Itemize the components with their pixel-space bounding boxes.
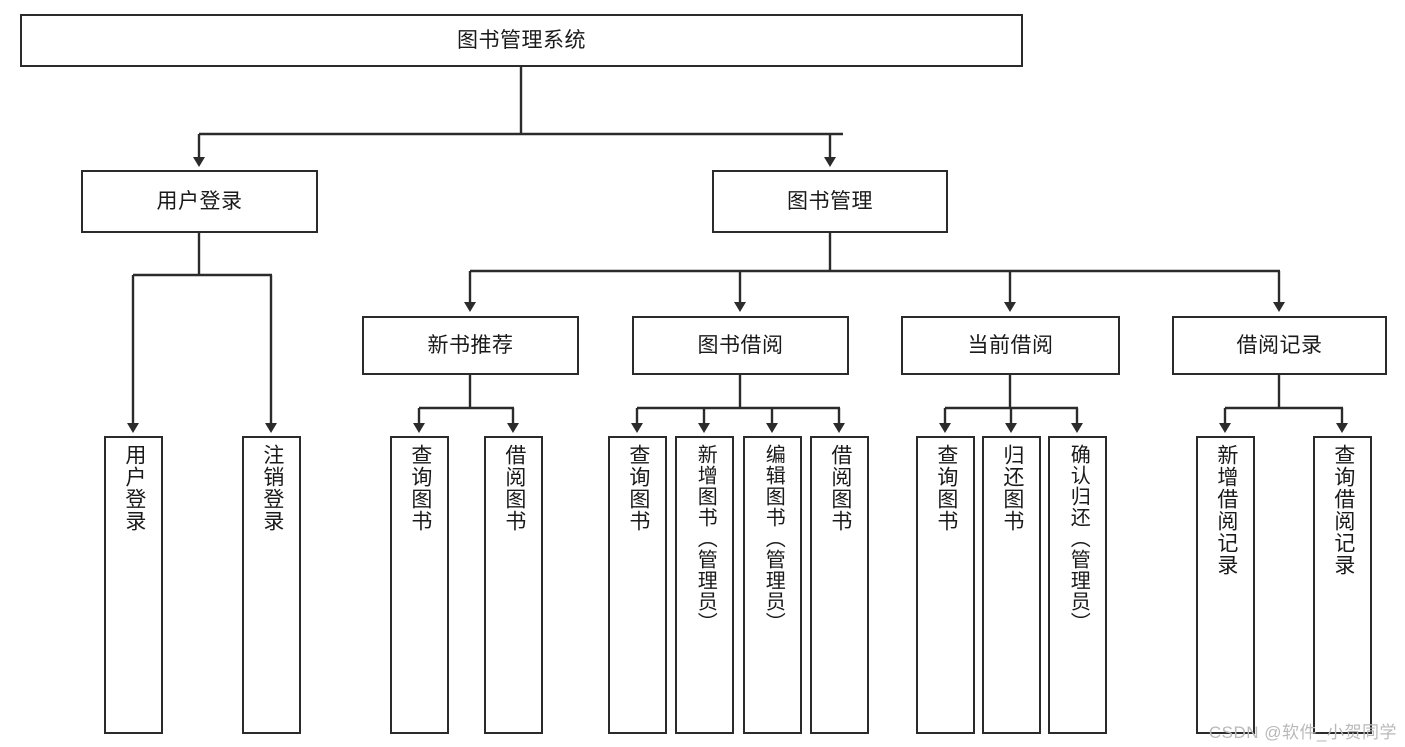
leaf-label: 编辑图书（管理员） bbox=[762, 444, 785, 633]
leaf-user-login-logout[interactable]: 注销登录 bbox=[242, 436, 301, 734]
node-root-book-management-system[interactable]: 图书管理系统 bbox=[20, 14, 1023, 67]
node-current-borrow[interactable]: 当前借阅 bbox=[901, 316, 1120, 375]
leaf-user-login-login[interactable]: 用户登录 bbox=[104, 436, 163, 734]
leaf-label: 新增图书（管理员） bbox=[694, 444, 717, 633]
node-new-book-recommend[interactable]: 新书推荐 bbox=[362, 316, 579, 375]
leaf-label: 借阅图书 bbox=[828, 444, 852, 532]
leaf-book-borrow-add-book-admin[interactable]: 新增图书（管理员） bbox=[675, 436, 734, 734]
node-label: 新书推荐 bbox=[427, 333, 514, 357]
leaf-book-borrow-borrow-book[interactable]: 借阅图书 bbox=[810, 436, 869, 734]
node-label: 图书管理系统 bbox=[457, 28, 586, 52]
leaf-label: 查询图书 bbox=[626, 444, 650, 532]
node-book-borrow[interactable]: 图书借阅 bbox=[632, 316, 849, 375]
node-borrow-record[interactable]: 借阅记录 bbox=[1172, 316, 1387, 375]
leaf-book-borrow-edit-book-admin[interactable]: 编辑图书（管理员） bbox=[743, 436, 802, 734]
node-label: 借阅记录 bbox=[1236, 333, 1323, 357]
leaf-label: 注销登录 bbox=[260, 444, 284, 532]
leaf-new-book-query-book[interactable]: 查询图书 bbox=[390, 436, 449, 734]
node-user-login[interactable]: 用户登录 bbox=[81, 170, 318, 233]
leaf-book-borrow-query-book[interactable]: 查询图书 bbox=[608, 436, 667, 734]
leaf-current-borrow-confirm-return-admin[interactable]: 确认归还（管理员） bbox=[1048, 436, 1107, 734]
csdn-watermark: CSDN @软件_小贺同学 bbox=[1208, 723, 1397, 742]
node-label: 图书管理 bbox=[787, 189, 873, 213]
leaf-label: 新增借阅记录 bbox=[1214, 444, 1238, 576]
leaf-current-borrow-return-book[interactable]: 归还图书 bbox=[982, 436, 1041, 734]
leaf-label: 查询图书 bbox=[934, 444, 958, 532]
leaf-current-borrow-query-book[interactable]: 查询图书 bbox=[916, 436, 975, 734]
leaf-label: 归还图书 bbox=[1000, 444, 1024, 532]
leaf-label: 查询图书 bbox=[408, 444, 432, 532]
leaf-borrow-record-add-record[interactable]: 新增借阅记录 bbox=[1196, 436, 1255, 734]
node-label: 图书借阅 bbox=[697, 333, 784, 357]
node-label: 当前借阅 bbox=[967, 333, 1054, 357]
leaf-label: 查询借阅记录 bbox=[1331, 444, 1355, 576]
leaf-label: 用户登录 bbox=[122, 444, 146, 532]
node-label: 用户登录 bbox=[156, 189, 243, 213]
node-book-management[interactable]: 图书管理 bbox=[712, 170, 948, 233]
leaf-label: 借阅图书 bbox=[502, 444, 526, 532]
leaf-borrow-record-query-record[interactable]: 查询借阅记录 bbox=[1313, 436, 1372, 734]
leaf-new-book-borrow-book[interactable]: 借阅图书 bbox=[484, 436, 543, 734]
leaf-label: 确认归还（管理员） bbox=[1067, 444, 1090, 633]
